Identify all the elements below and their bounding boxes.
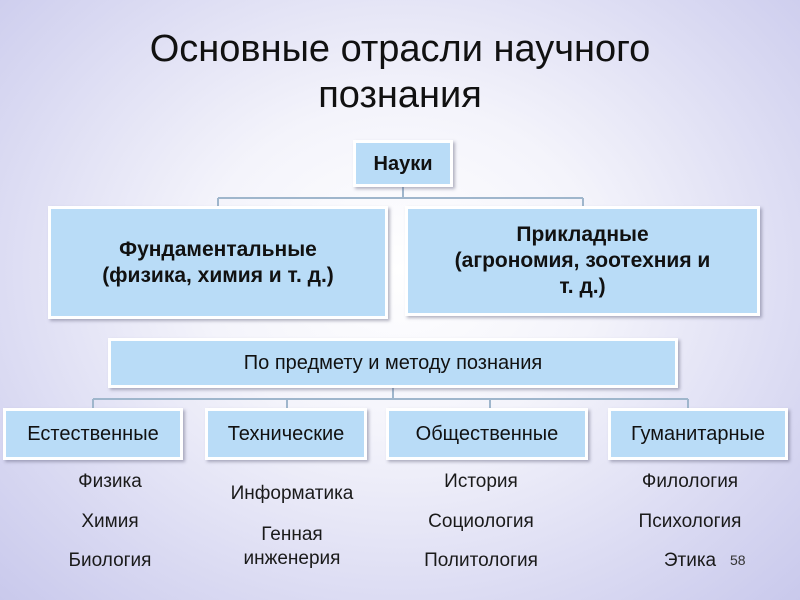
category-humanities-box: Гуманитарные [608, 408, 788, 460]
example-physics: Физика [78, 471, 142, 492]
example-sociology: Социология [428, 511, 534, 532]
root-box-sciences: Науки [353, 140, 453, 187]
category-social-label: Общественные [415, 423, 559, 445]
category-natural-label: Естественные [27, 423, 159, 445]
slide-title: Основные отрасли научного познания [0, 26, 800, 118]
example-biology: Биология [68, 550, 152, 571]
title-line-1: Основные отрасли научного [149, 28, 651, 70]
connector-subject [92, 388, 689, 410]
category-humanities-label: Гуманитарные [630, 423, 766, 445]
title-line-2: познания [318, 74, 482, 116]
page-number: 58 [730, 552, 746, 568]
example-genetic-line-2: инженерия [243, 548, 341, 569]
example-history: История [444, 471, 518, 492]
by-subject-label: По предмету и методу познания [243, 352, 543, 374]
example-genetic-line-1: Генная [261, 524, 323, 545]
example-ethics: Этика [663, 550, 717, 571]
by-subject-box: По предмету и методу познания [108, 338, 678, 388]
example-politology: Политология [424, 550, 538, 571]
example-philology: Филология [641, 471, 739, 492]
example-informatics: Информатика [230, 483, 354, 504]
category-technical-label: Технические [227, 423, 345, 445]
example-chemistry: Химия [81, 511, 139, 532]
fundamental-line-2: (физика, химия и т. д.) [102, 263, 334, 287]
root-label: Науки [373, 152, 433, 175]
category-social-box: Общественные [386, 408, 588, 460]
category-technical-box: Технические [205, 408, 367, 460]
applied-line-3: т. д.) [559, 275, 606, 298]
applied-box: Прикладные (агрономия, зоотехния и т. д.… [405, 206, 760, 316]
applied-line-1: Прикладные [516, 223, 649, 246]
example-psychology: Психология [638, 511, 742, 532]
category-natural-box: Естественные [3, 408, 183, 460]
connector-root [217, 186, 584, 208]
applied-line-2: (агрономия, зоотехния и [454, 249, 711, 272]
fundamental-line-1: Фундаментальные [119, 237, 317, 261]
fundamental-box: Фундаментальные (физика, химия и т. д.) [48, 206, 388, 319]
